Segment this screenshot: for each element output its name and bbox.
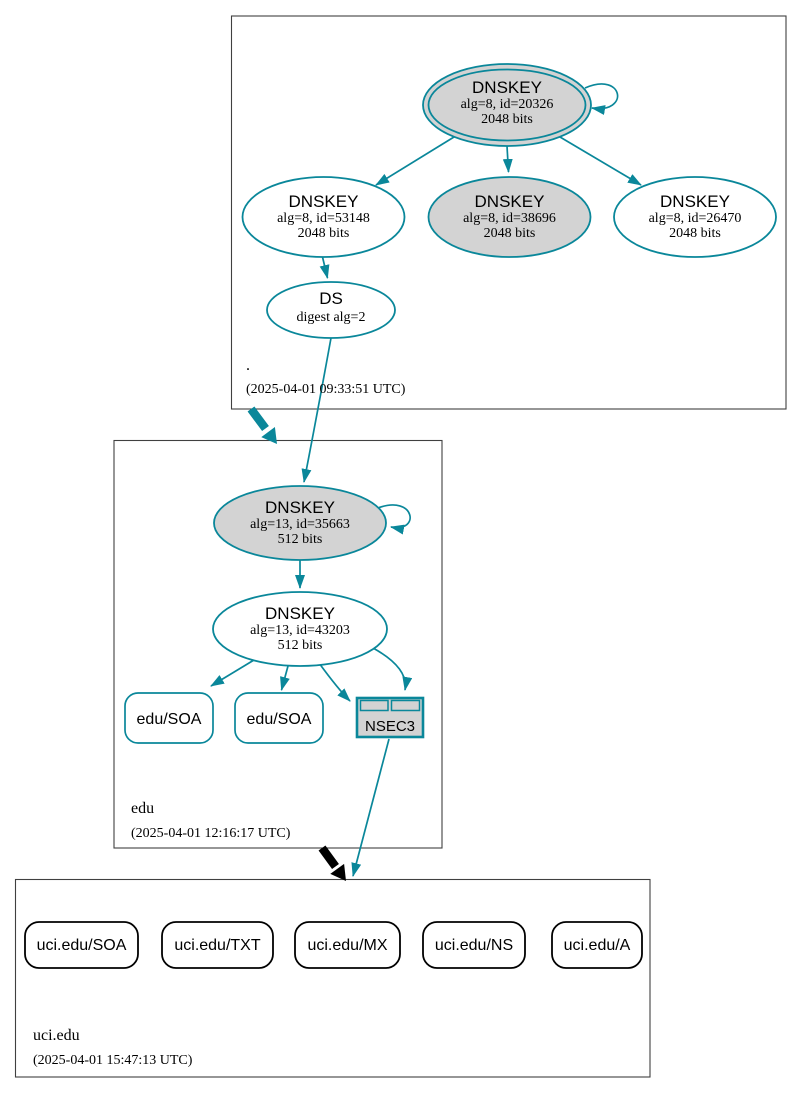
- node-uci-edu-soa[interactable]: uci.edu/SOA: [24, 921, 139, 969]
- node-uci-edu-a[interactable]: uci.edu/A: [551, 921, 643, 969]
- node-detail: 2048 bits: [298, 226, 350, 241]
- delegation-arrow-root-to-edu: [247, 406, 269, 432]
- edge-edu-zsk-to-nsec3-left: [318, 662, 351, 702]
- edge-root-ksk-self-loop: [584, 83, 619, 115]
- node-title: DS: [319, 289, 343, 308]
- node-title: DNSKEY: [472, 78, 542, 97]
- node-detail: 512 bits: [278, 638, 323, 653]
- zone-timestamp-edu: (2025-04-01 12:16:17 UTC): [131, 826, 291, 841]
- delegation-arrowhead-edu-to-uci-edu: [330, 863, 346, 881]
- zone-box-uci-edu: [14, 878, 651, 1078]
- zone-name-edu: edu: [131, 800, 154, 817]
- edge-nsec3-to-uci-edu: [351, 738, 390, 877]
- edge-edu-ksk-self-loop: [377, 504, 411, 535]
- node-detail: 2048 bits: [481, 112, 533, 127]
- nsec3-label: NSEC3: [365, 718, 415, 735]
- node-detail: alg=8, id=26470: [649, 211, 742, 226]
- node-detail: digest alg=2: [297, 310, 366, 325]
- node-title: DNSKEY: [265, 498, 335, 517]
- node-detail: alg=8, id=20326: [461, 97, 554, 112]
- node-title: DNSKEY: [660, 192, 730, 211]
- edge-edu-zsk-to-soa1: [210, 659, 255, 687]
- node-detail: alg=8, id=38696: [463, 211, 556, 226]
- rrset-label: uci.edu/SOA: [37, 937, 127, 954]
- rrset-label: edu/SOA: [247, 711, 312, 728]
- node-edu-nsec3[interactable]: NSEC3: [355, 696, 425, 739]
- edge-ds-to-edu-ksk: [301, 337, 332, 483]
- zone-timestamp-root: (2025-04-01 09:33:51 UTC): [246, 382, 406, 397]
- edge-edu-zsk-to-soa2: [280, 665, 290, 691]
- rrset-label: uci.edu/MX: [307, 937, 387, 954]
- node-uci-edu-ns[interactable]: uci.edu/NS: [422, 921, 526, 969]
- node-root-zsk2[interactable]: DNSKEY alg=8, id=38696 2048 bits: [427, 176, 592, 258]
- node-detail: 2048 bits: [669, 226, 721, 241]
- node-uci-edu-txt[interactable]: uci.edu/TXT: [161, 921, 274, 969]
- delegation-arrow-edu-to-uci-edu: [318, 845, 339, 870]
- nsec3-cell-right: [390, 699, 421, 712]
- edge-root-ksk-to-zsk2: [502, 145, 513, 173]
- node-root-ksk[interactable]: DNSKEY alg=8, id=20326 2048 bits: [422, 63, 592, 147]
- node-root-ds[interactable]: DS digest alg=2: [266, 281, 396, 339]
- zone-name-root: .: [246, 357, 250, 374]
- node-uci-edu-mx[interactable]: uci.edu/MX: [294, 921, 401, 969]
- delegation-arrowhead-root-to-edu: [261, 427, 277, 444]
- node-edu-soa-1[interactable]: edu/SOA: [124, 692, 214, 744]
- node-detail: alg=8, id=53148: [277, 211, 370, 226]
- node-detail: alg=13, id=35663: [250, 517, 350, 532]
- node-title: DNSKEY: [475, 192, 545, 211]
- zone-timestamp-uci-edu: (2025-04-01 15:47:13 UTC): [33, 1053, 193, 1068]
- node-detail: alg=13, id=43203: [250, 623, 350, 638]
- node-title: DNSKEY: [289, 192, 359, 211]
- node-detail: 512 bits: [278, 532, 323, 547]
- edge-zsk1-to-ds: [319, 256, 330, 279]
- node-detail: 2048 bits: [484, 226, 536, 241]
- rrset-label: uci.edu/TXT: [174, 937, 260, 954]
- node-root-zsk1[interactable]: DNSKEY alg=8, id=53148 2048 bits: [241, 176, 406, 258]
- edge-root-ksk-to-zsk1: [375, 136, 455, 186]
- edge-edu-zsk-to-nsec3-right: [372, 647, 413, 691]
- node-root-zsk3[interactable]: DNSKEY alg=8, id=26470 2048 bits: [613, 176, 777, 258]
- edge-root-ksk-to-zsk3: [559, 136, 642, 186]
- rrset-label: uci.edu/NS: [435, 937, 513, 954]
- node-edu-zsk[interactable]: DNSKEY alg=13, id=43203 512 bits: [212, 591, 388, 667]
- node-edu-soa-2[interactable]: edu/SOA: [234, 692, 324, 744]
- node-edu-ksk[interactable]: DNSKEY alg=13, id=35663 512 bits: [213, 485, 387, 561]
- zone-name-uci-edu: uci.edu: [33, 1027, 80, 1044]
- rrset-label: uci.edu/A: [564, 937, 631, 954]
- nsec3-cell-left: [359, 699, 389, 712]
- rrset-label: edu/SOA: [137, 711, 202, 728]
- node-title: DNSKEY: [265, 604, 335, 623]
